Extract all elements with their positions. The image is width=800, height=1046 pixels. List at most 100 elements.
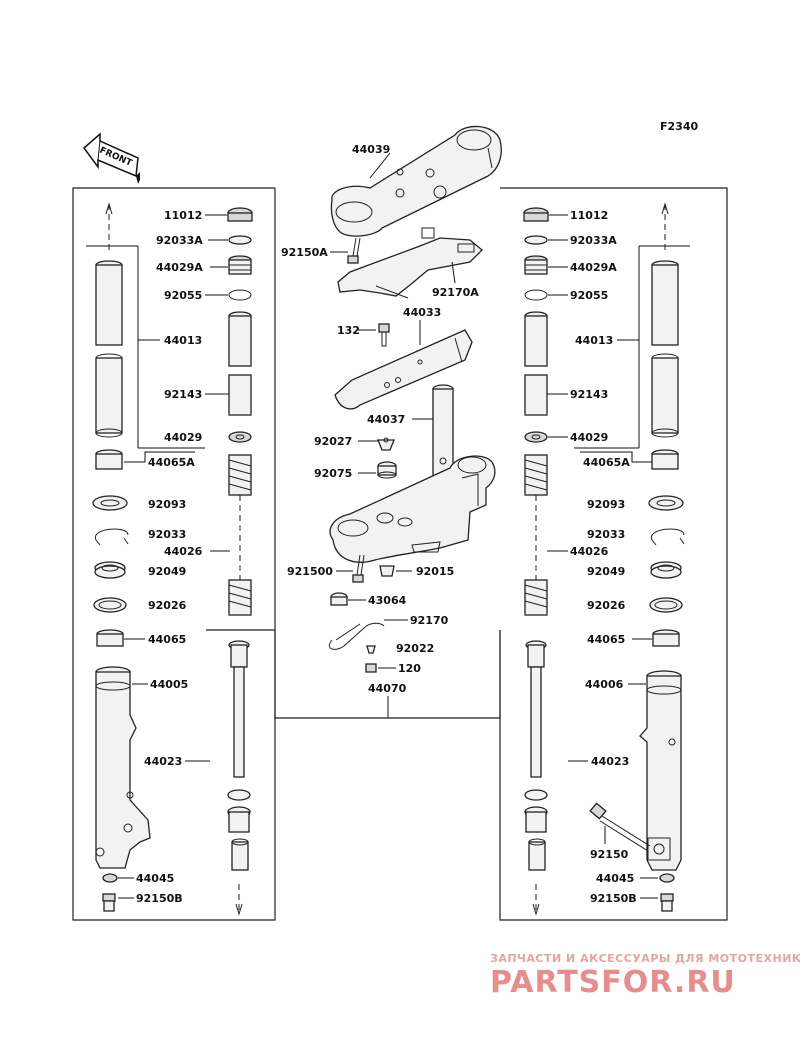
label-right-44029: 44029 bbox=[570, 431, 608, 444]
label-right-92033: 92033 bbox=[587, 528, 625, 541]
label-right-44045: 44045 bbox=[596, 872, 634, 885]
right-washer-44045 bbox=[659, 873, 675, 883]
left-tube-44013 bbox=[95, 260, 123, 438]
right-adjuster-44029a bbox=[524, 255, 548, 275]
label-left-44029a: 44029A bbox=[156, 261, 203, 274]
right-bush-44065 bbox=[652, 629, 680, 647]
label-92075: 92075 bbox=[314, 467, 352, 480]
right-clip-92033 bbox=[651, 528, 685, 546]
upper-triple-clamp bbox=[330, 125, 502, 237]
left-fork-box bbox=[72, 187, 276, 921]
label-right-11012: 11012 bbox=[570, 209, 608, 222]
right-oring-92033a bbox=[524, 235, 548, 245]
left-cap-11012 bbox=[227, 207, 253, 222]
label-right-92143: 92143 bbox=[570, 388, 608, 401]
nut-92075 bbox=[377, 461, 397, 479]
label-120: 120 bbox=[398, 662, 421, 675]
right-oring-92055 bbox=[524, 289, 548, 301]
right-fork-box bbox=[499, 187, 728, 921]
left-spacer-92143 bbox=[228, 311, 252, 416]
right-cap-11012 bbox=[523, 207, 549, 222]
left-adjuster-44029a bbox=[228, 255, 252, 275]
label-left-92033a: 92033A bbox=[156, 234, 203, 247]
label-left-44005: 44005 bbox=[150, 678, 188, 691]
right-bolt-92150b bbox=[660, 893, 674, 912]
label-right-92049: 92049 bbox=[587, 565, 625, 578]
label-right-44029a: 44029A bbox=[570, 261, 617, 274]
label-43064: 43064 bbox=[368, 594, 407, 607]
label-44037: 44037 bbox=[367, 413, 405, 426]
right-bolt-92150 bbox=[589, 802, 651, 852]
right-inner-tube-44023 bbox=[524, 640, 548, 916]
label-left-92033: 92033 bbox=[148, 528, 186, 541]
label-right-92150: 92150 bbox=[590, 848, 629, 861]
label-right-44006: 44006 bbox=[585, 678, 624, 691]
cover-44033 bbox=[334, 329, 473, 410]
right-spring-44026 bbox=[524, 454, 548, 616]
bolt-132 bbox=[378, 323, 390, 347]
right-spacer-92143 bbox=[524, 311, 548, 416]
label-left-44045: 44045 bbox=[136, 872, 174, 885]
label-132: 132 bbox=[337, 324, 360, 337]
label-921500: 921500 bbox=[287, 565, 333, 578]
left-washer-92026 bbox=[93, 597, 127, 613]
label-left-44029: 44029 bbox=[164, 431, 202, 444]
nut-92027 bbox=[377, 437, 395, 451]
figure-code: F2340 bbox=[660, 120, 698, 133]
bolt-92150a bbox=[347, 237, 361, 264]
front-arrow-icon: FRONT bbox=[82, 132, 140, 184]
label-92022: 92022 bbox=[396, 642, 434, 655]
label-right-44023: 44023 bbox=[591, 755, 629, 768]
nut-92015 bbox=[379, 565, 395, 577]
label-92015: 92015 bbox=[416, 565, 454, 578]
label-92170: 92170 bbox=[410, 614, 449, 627]
label-92150a: 92150A bbox=[281, 246, 328, 259]
left-spring-44026 bbox=[228, 454, 252, 616]
left-oring-92033a bbox=[228, 235, 252, 245]
label-left-92093: 92093 bbox=[148, 498, 186, 511]
left-inner-tube-44023 bbox=[227, 640, 251, 916]
left-washer-44045 bbox=[102, 873, 118, 883]
label-right-92150b: 92150B bbox=[590, 892, 637, 905]
right-seal-92049 bbox=[650, 561, 682, 579]
label-left-92143: 92143 bbox=[164, 388, 202, 401]
label-left-92026: 92026 bbox=[148, 599, 187, 612]
label-right-44026: 44026 bbox=[570, 545, 609, 558]
label-right-92026: 92026 bbox=[587, 599, 626, 612]
washer-92022 bbox=[366, 645, 376, 654]
label-right-44013: 44013 bbox=[575, 334, 613, 347]
left-outer-tube-44005 bbox=[95, 666, 151, 869]
left-oring-92055 bbox=[228, 289, 252, 301]
left-bush-44065a bbox=[95, 449, 123, 470]
left-clip-92033 bbox=[95, 528, 129, 546]
watermark-brand: PARTSFOR.RU bbox=[490, 965, 736, 1000]
right-washer-92026 bbox=[649, 597, 683, 613]
label-right-44065a: 44065A bbox=[583, 456, 630, 469]
bolt-921500 bbox=[352, 554, 365, 583]
grommet-43064 bbox=[330, 592, 348, 606]
label-left-44026: 44026 bbox=[164, 545, 203, 558]
watermark-tagline: ЗАПЧАСТИ И АКСЕССУАРЫ ДЛЯ МОТОТЕХНИКИ bbox=[490, 952, 800, 965]
label-right-92093: 92093 bbox=[587, 498, 625, 511]
label-left-92150b: 92150B bbox=[136, 892, 183, 905]
bracket-92170a bbox=[337, 227, 483, 299]
right-outer-tube-44006 bbox=[639, 670, 682, 871]
right-seat-44029 bbox=[524, 431, 548, 443]
label-44039: 44039 bbox=[352, 143, 390, 156]
nut-120 bbox=[365, 663, 377, 673]
left-bush-44065 bbox=[96, 629, 124, 647]
label-right-44065: 44065 bbox=[587, 633, 625, 646]
right-bush-44065a bbox=[651, 449, 679, 470]
label-92170a: 92170A bbox=[432, 286, 479, 299]
label-left-44023: 44023 bbox=[144, 755, 182, 768]
label-44070: 44070 bbox=[368, 682, 407, 695]
label-right-92055: 92055 bbox=[570, 289, 608, 302]
label-left-44065: 44065 bbox=[148, 633, 186, 646]
left-seal-92049 bbox=[94, 561, 126, 579]
label-left-92055: 92055 bbox=[164, 289, 202, 302]
left-seal-92093 bbox=[92, 495, 128, 511]
right-tube-44013 bbox=[651, 260, 679, 438]
label-left-92049: 92049 bbox=[148, 565, 186, 578]
lower-triple-clamp bbox=[329, 455, 496, 563]
